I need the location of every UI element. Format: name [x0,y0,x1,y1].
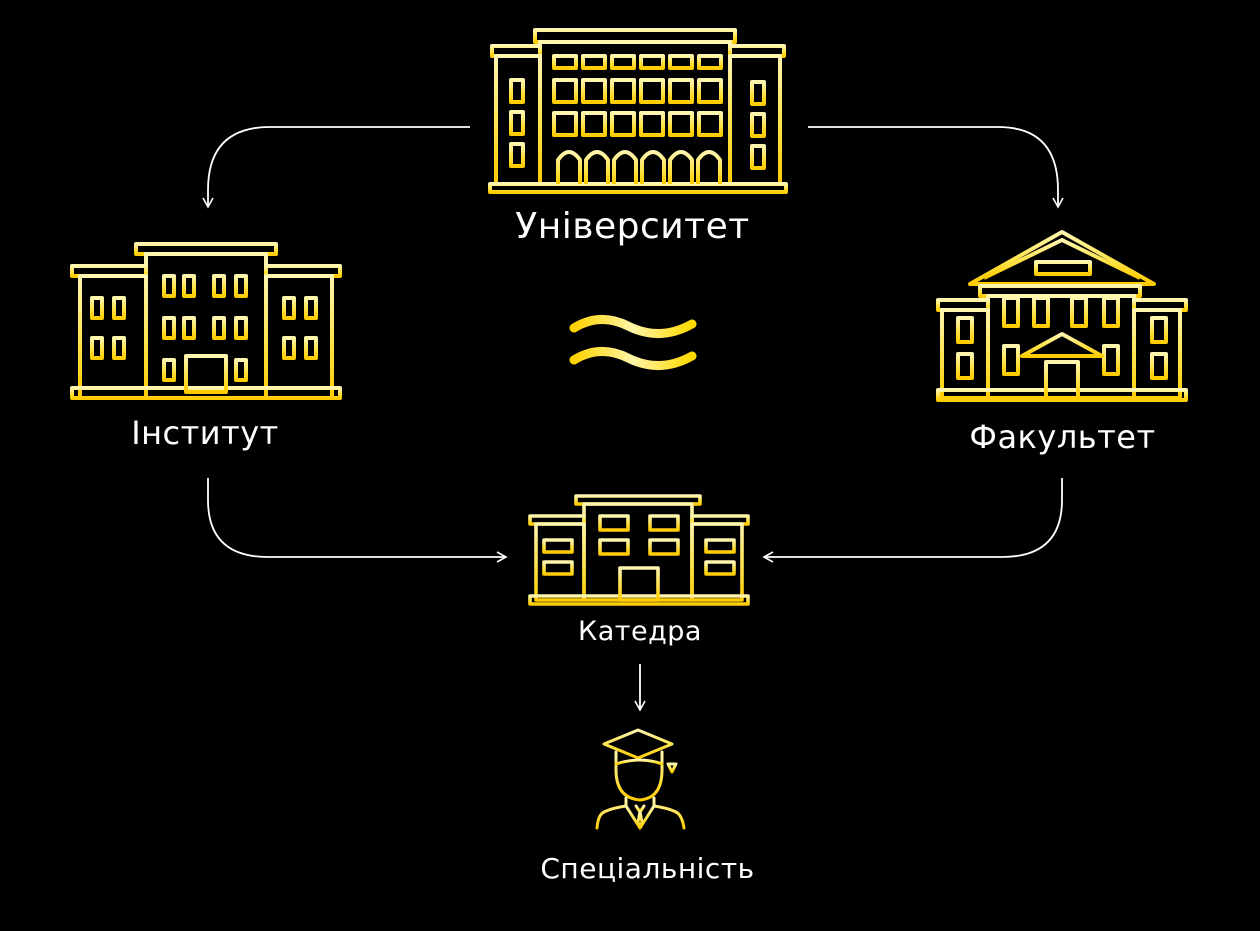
connector-university-faculty [808,126,1064,209]
university-label: Університет [515,206,750,247]
faculty-label: Факультет [969,418,1156,456]
department-label: Катедра [578,616,702,647]
institute-label: Інститут [131,414,279,452]
university-building-icon [488,28,788,194]
connector-institute-department [207,478,508,563]
connector-university-institute [202,126,470,209]
department-building-icon [528,494,750,606]
specialty-label: Спеціальність [540,852,755,885]
faculty-building-icon [936,230,1188,402]
institute-building-icon [70,242,342,400]
equivalence-symbol-icon [569,315,697,371]
graduate-icon [595,728,686,830]
connector-faculty-department [762,478,1063,563]
